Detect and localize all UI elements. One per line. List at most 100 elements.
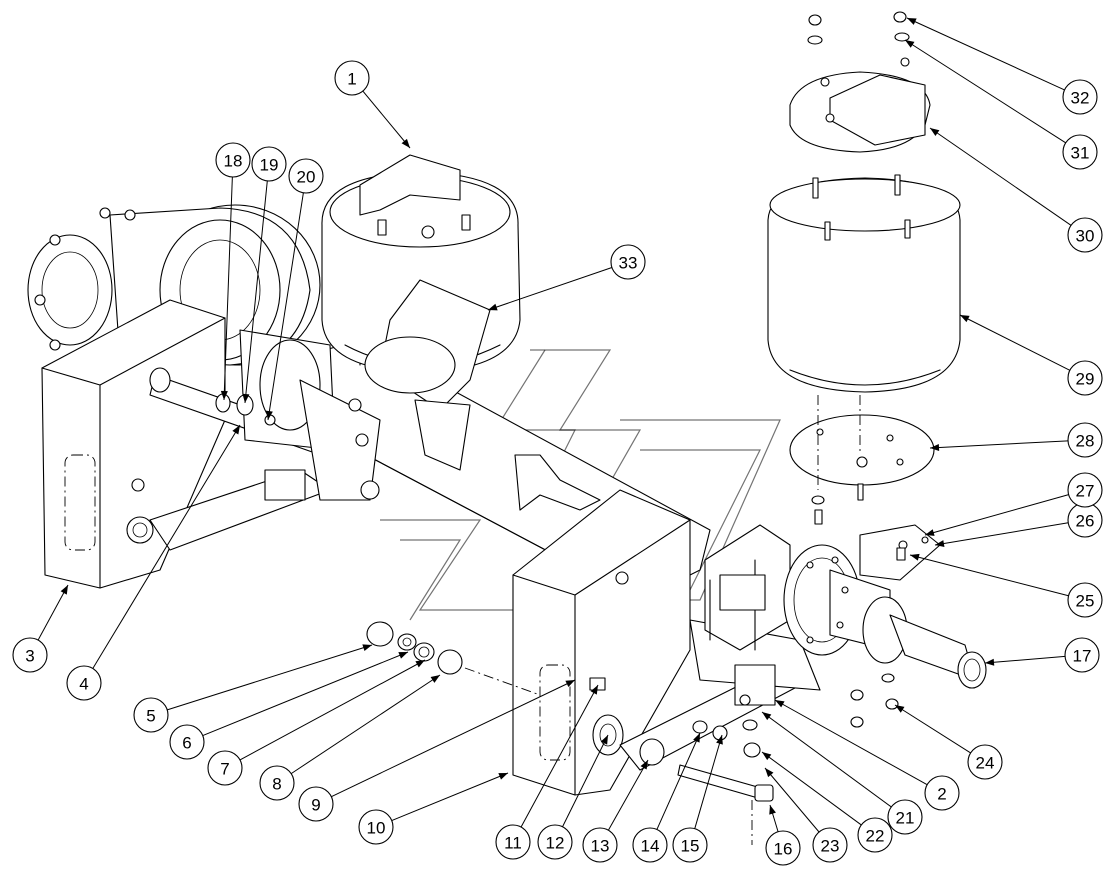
callout-arrow-28 bbox=[930, 444, 940, 452]
right-air-spring bbox=[767, 174, 961, 393]
callout-circle-10 bbox=[358, 809, 394, 845]
callout-circle-19 bbox=[251, 146, 287, 182]
callout-arrow-33 bbox=[488, 303, 498, 311]
callout-arrow-27 bbox=[925, 529, 935, 536]
callout-circle-24 bbox=[967, 744, 1003, 780]
callout-22: 22 bbox=[761, 751, 893, 853]
callout-arrow-19 bbox=[242, 393, 250, 403]
callout-11: 11 bbox=[495, 684, 599, 860]
callout-arrow-12 bbox=[600, 735, 608, 745]
callout-20: 20 bbox=[265, 158, 324, 421]
callout-leader-12 bbox=[562, 734, 609, 827]
callout-circle-25 bbox=[1067, 582, 1103, 618]
callout-arrow-15 bbox=[716, 735, 723, 745]
callout-leader-32 bbox=[906, 17, 1065, 91]
callout-leader-31 bbox=[904, 39, 1066, 144]
right-loose-fasteners bbox=[742, 673, 899, 758]
callout-23: 23 bbox=[764, 767, 848, 863]
upper-spring-plate bbox=[789, 57, 931, 153]
callout-2: 2 bbox=[774, 699, 960, 811]
callout-arrow-16 bbox=[769, 805, 776, 815]
callout-3: 3 bbox=[12, 584, 69, 673]
callout-arrow-14 bbox=[693, 733, 700, 743]
callout-leader-11 bbox=[520, 684, 599, 828]
callout-circle-3 bbox=[12, 637, 48, 673]
callout-circle-32 bbox=[1062, 79, 1098, 115]
callout-label-24: 24 bbox=[976, 754, 995, 773]
top-fasteners bbox=[807, 11, 910, 45]
right-hanger-bracket bbox=[512, 489, 691, 796]
callout-7: 7 bbox=[207, 659, 426, 786]
callout-circle-17 bbox=[1064, 637, 1100, 673]
callout-leader-26 bbox=[934, 522, 1069, 546]
callout-label-15: 15 bbox=[681, 837, 700, 856]
callout-leader-28 bbox=[929, 440, 1069, 449]
callout-circle-6 bbox=[169, 724, 205, 760]
callout-label-6: 6 bbox=[182, 734, 191, 753]
right-hub-spindle bbox=[783, 544, 987, 689]
left-loose-fasteners bbox=[366, 621, 541, 696]
callout-circle-30 bbox=[1067, 217, 1103, 253]
callout-leader-30 bbox=[929, 127, 1072, 226]
callout-circle-28 bbox=[1067, 422, 1103, 458]
callout-circle-27 bbox=[1067, 472, 1103, 508]
callout-9: 9 bbox=[298, 679, 576, 822]
callout-leader-17 bbox=[984, 655, 1066, 664]
callout-arrow-2 bbox=[775, 700, 785, 708]
callout-circle-16 bbox=[765, 830, 801, 866]
callout-14: 14 bbox=[632, 732, 701, 863]
callout-27: 27 bbox=[924, 472, 1103, 536]
callout-circle-15 bbox=[672, 827, 708, 863]
callout-4: 4 bbox=[66, 424, 241, 701]
callout-label-16: 16 bbox=[774, 840, 793, 859]
center-lines bbox=[817, 395, 861, 490]
callout-6: 6 bbox=[169, 651, 409, 760]
callout-label-4: 4 bbox=[79, 675, 88, 694]
callout-arrow-22 bbox=[762, 752, 772, 761]
callout-leader-5 bbox=[167, 644, 373, 711]
callout-circle-33 bbox=[610, 244, 646, 280]
callout-arrow-5 bbox=[362, 644, 372, 652]
watermark-logo bbox=[380, 349, 781, 621]
callout-arrow-32 bbox=[907, 18, 917, 25]
callout-arrow-11 bbox=[590, 685, 598, 695]
callout-26: 26 bbox=[934, 502, 1103, 547]
callout-16: 16 bbox=[765, 804, 801, 866]
callout-label-22: 22 bbox=[866, 827, 885, 846]
callout-label-30: 30 bbox=[1076, 227, 1095, 246]
callout-label-5: 5 bbox=[146, 707, 155, 726]
callout-arrow-18 bbox=[220, 390, 228, 400]
callout-label-9: 9 bbox=[311, 796, 320, 815]
callout-29: 29 bbox=[959, 314, 1103, 396]
callout-leader-33 bbox=[487, 267, 613, 311]
callout-leader-2 bbox=[774, 699, 928, 786]
callout-label-13: 13 bbox=[591, 837, 610, 856]
callout-label-27: 27 bbox=[1076, 482, 1095, 501]
callout-leader-22 bbox=[761, 751, 862, 826]
callout-24: 24 bbox=[894, 704, 1003, 780]
callout-circle-13 bbox=[582, 827, 618, 863]
callout-circle-29 bbox=[1067, 360, 1103, 396]
callout-arrow-21 bbox=[762, 712, 772, 721]
callout-label-17: 17 bbox=[1073, 647, 1092, 666]
callout-arrow-8 bbox=[430, 675, 440, 683]
callout-arrow-10 bbox=[498, 773, 508, 780]
callout-circle-5 bbox=[133, 697, 169, 733]
callout-leader-29 bbox=[959, 314, 1071, 371]
callout-label-32: 32 bbox=[1071, 89, 1090, 108]
callout-label-29: 29 bbox=[1076, 370, 1095, 389]
callout-circle-1 bbox=[334, 60, 370, 96]
callout-10: 10 bbox=[358, 772, 509, 845]
callout-circle-9 bbox=[298, 786, 334, 822]
callout-arrow-3 bbox=[60, 585, 68, 595]
callout-arrow-7 bbox=[415, 660, 425, 668]
callout-label-7: 7 bbox=[220, 760, 229, 779]
callout-leader-14 bbox=[656, 732, 701, 830]
callout-21: 21 bbox=[761, 711, 923, 835]
lower-spring-plate bbox=[789, 414, 935, 501]
callout-18: 18 bbox=[215, 142, 251, 401]
callout-leader-21 bbox=[761, 711, 892, 808]
callout-leader-1 bbox=[362, 90, 411, 149]
callout-33: 33 bbox=[487, 244, 646, 311]
